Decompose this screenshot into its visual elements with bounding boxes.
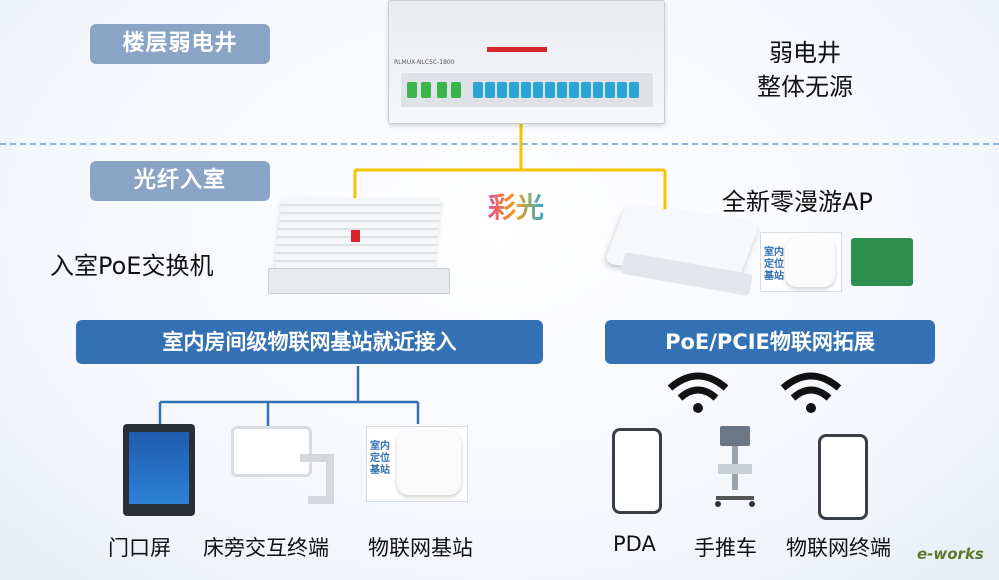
caption-iot-terminal: 物联网终端 — [786, 536, 891, 560]
ethernet-lines — [158, 366, 420, 426]
switch-label: 入室PoE交换机 — [50, 252, 214, 280]
poe-switch — [268, 198, 450, 294]
odf-note-line1: 弱电井 — [769, 39, 841, 67]
caption-bedside-terminal: 床旁交互终端 — [203, 536, 329, 560]
passive-odf-panel: RLMUX-NLC5C-1800 — [388, 0, 665, 124]
caption-base-station: 物联网基站 — [368, 536, 473, 560]
left-section-title: 室内房间级物联网基站就近接入 — [76, 320, 543, 364]
base-station-card: 室内 定位 基站 — [366, 426, 468, 502]
odf-note-line2: 整体无源 — [757, 73, 853, 101]
color-fiber-label: 彩光 — [488, 186, 544, 226]
door-screen-device — [123, 424, 195, 516]
ap-badge-text: 室内 定位 基站 — [764, 247, 784, 282]
pda-device — [612, 428, 662, 514]
fiber-lines — [353, 120, 667, 218]
caption-door-screen: 门口屏 — [108, 536, 171, 560]
zone-floor-label: 楼层弱电井 — [90, 24, 270, 64]
pcie-module — [851, 238, 913, 286]
roaming-ap-device — [603, 203, 761, 297]
ap-label: 全新零漫游AP — [722, 188, 873, 216]
model-text: RLMUX-NLC5C-1800 — [394, 59, 455, 66]
floor-divider — [0, 143, 999, 145]
caption-pda: PDA — [613, 532, 656, 556]
port-strip — [401, 73, 653, 107]
caption-cart: 手推车 — [694, 536, 757, 560]
ap-base-station-card: 室内 定位 基站 — [760, 232, 842, 292]
wifi-signal-icon — [780, 372, 842, 413]
mount-arm — [300, 454, 334, 504]
bedside-terminal-device — [231, 426, 312, 477]
right-section-title: PoE/PCIE物联网拓展 — [605, 320, 935, 364]
cart-device — [715, 426, 755, 507]
wifi-signal-icon — [667, 372, 729, 413]
watermark-logo: e-works — [917, 545, 984, 563]
iot-terminal-device — [818, 434, 868, 520]
zone-indoor-label: 光纤入室 — [90, 161, 270, 201]
brand-bar — [487, 47, 547, 52]
base-station-badge-text: 室内 定位 基站 — [370, 441, 390, 476]
